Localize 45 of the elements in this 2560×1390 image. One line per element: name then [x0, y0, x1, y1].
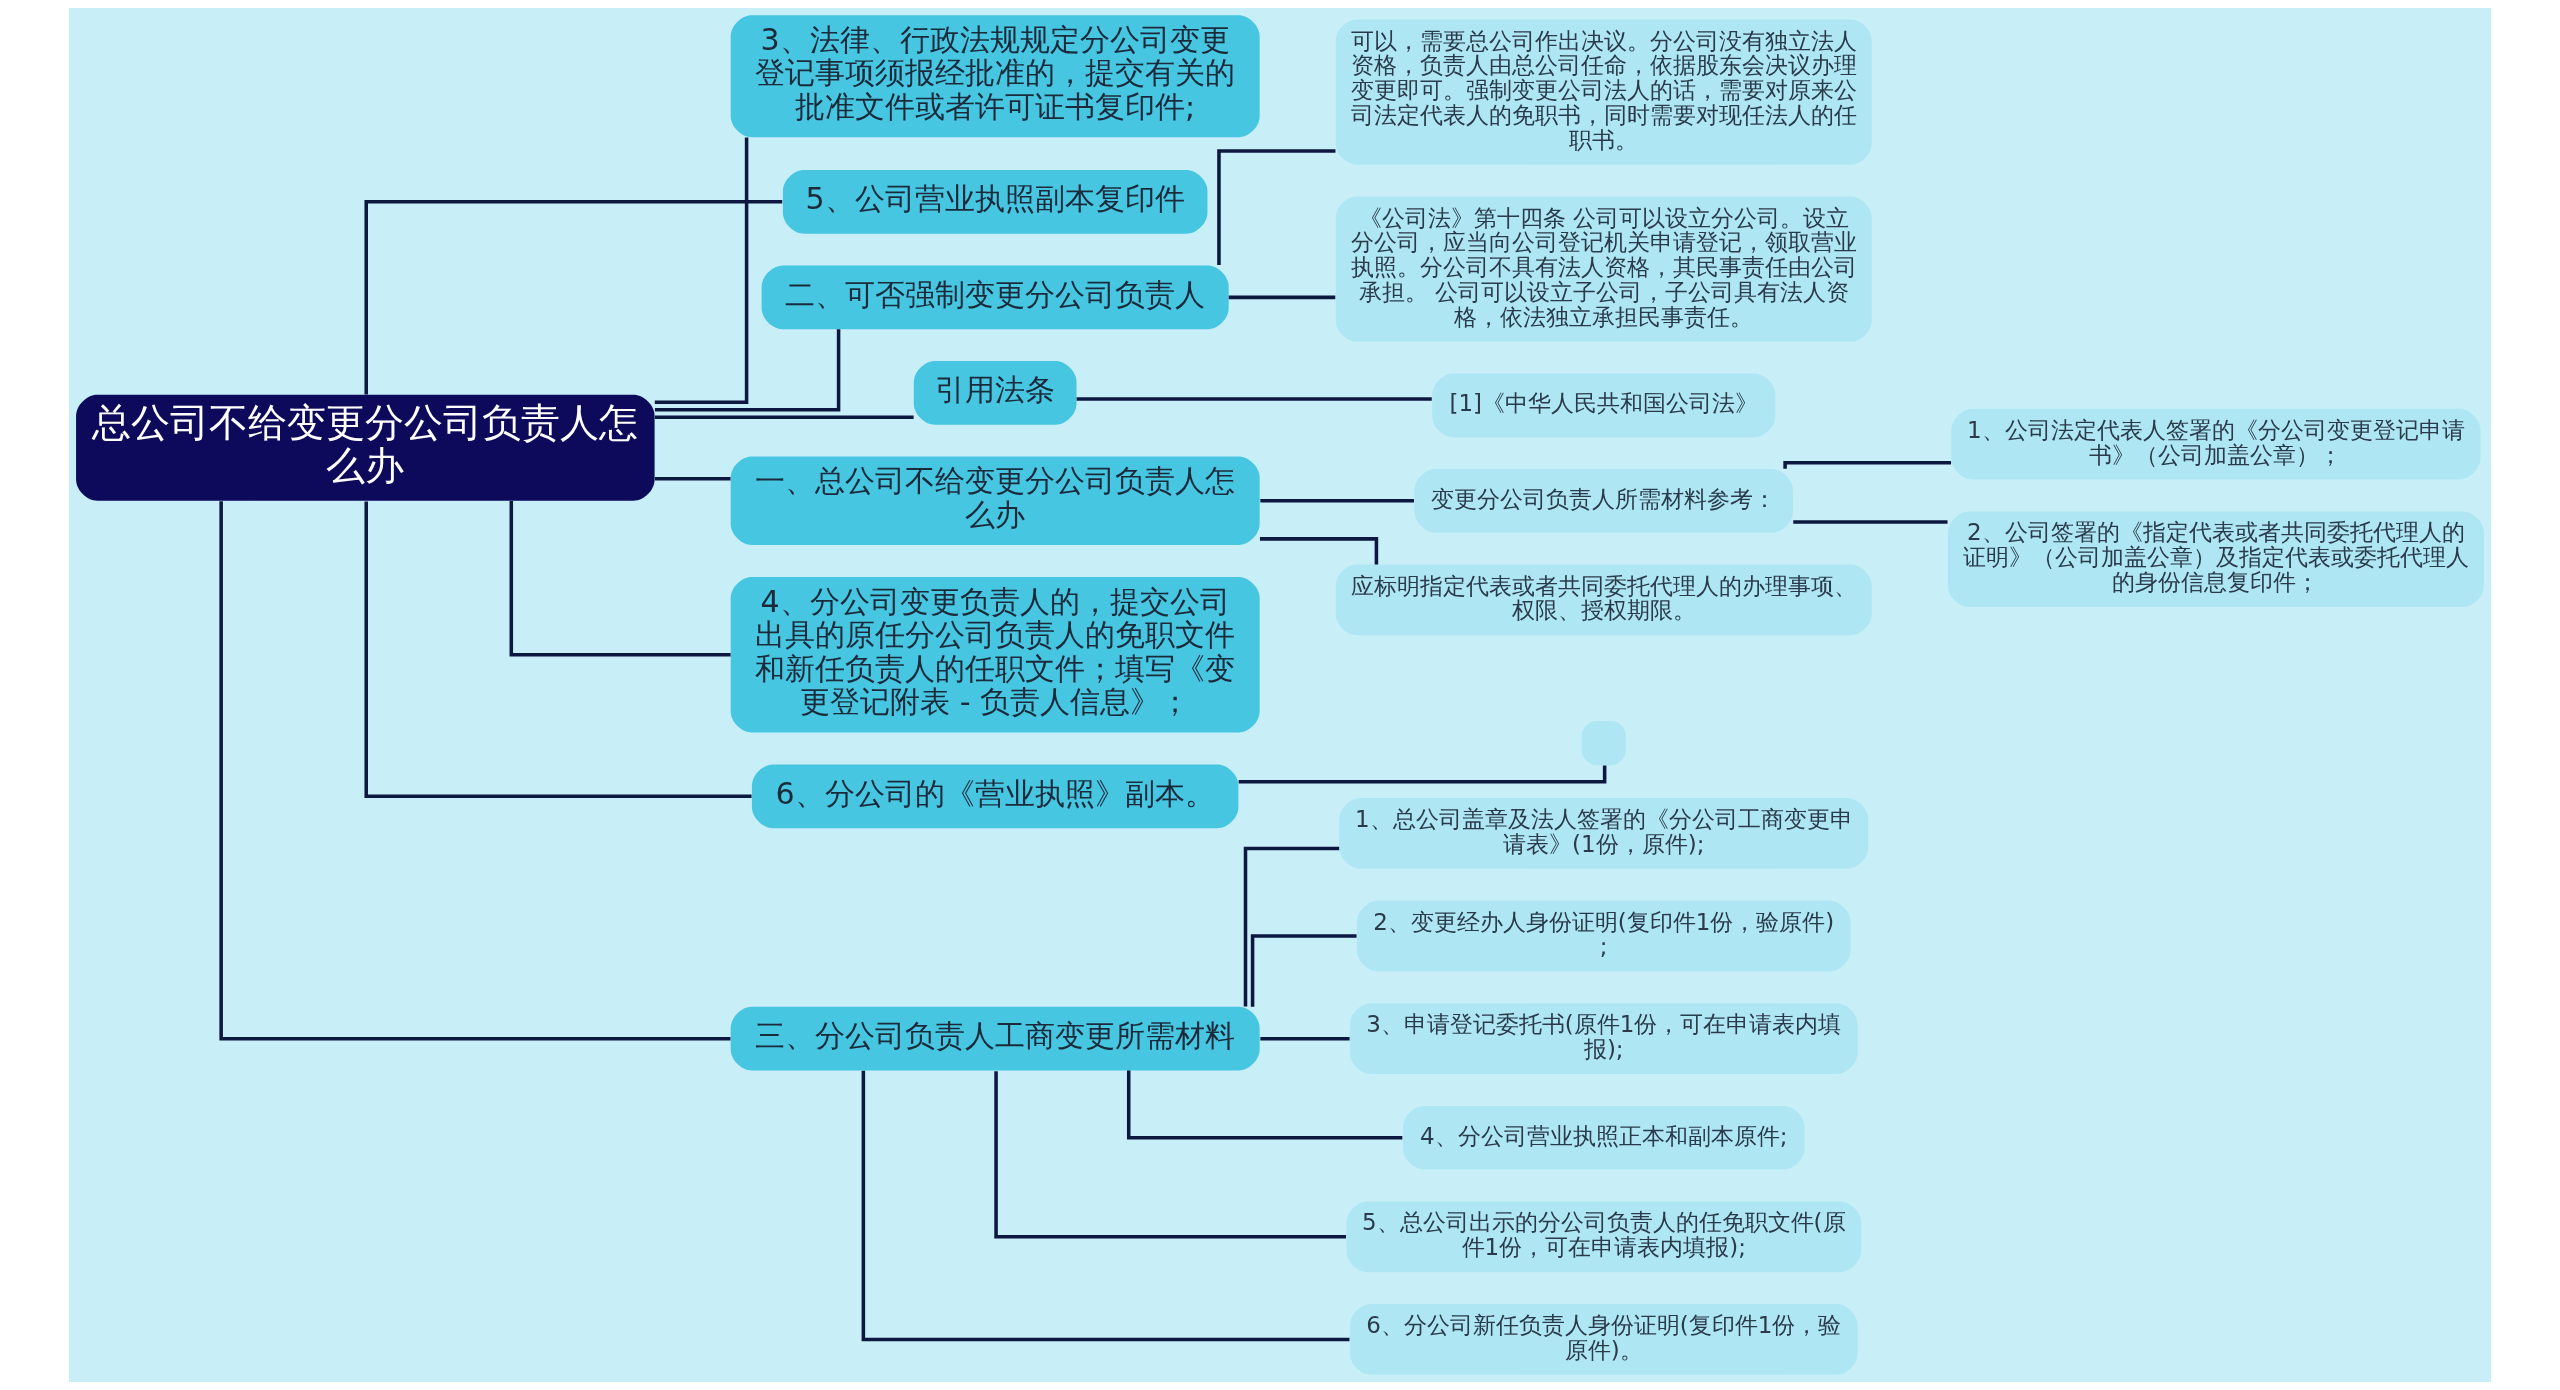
node-box: 1、公司法定代表人签署的《分公司变更登记申请书》（公司加盖公章）；: [1951, 408, 2481, 480]
connector: [364, 501, 752, 799]
node-box: 3、申请登记委托书(原件1份，可在申请表内填报);: [1349, 1003, 1858, 1075]
node-box: 6、分公司新任负责人身份证明(复印件1份，验原件)。: [1349, 1304, 1858, 1375]
connector: [994, 1071, 1347, 1239]
connector: [1260, 499, 1414, 503]
connector: [861, 1070, 1350, 1342]
node-box: 4、分公司变更负责人的，提交公司出具的原任分公司负责人的免职文件和新任负责人的任职文件；填写《变更登记附表 - 负责人信息》；: [730, 576, 1260, 733]
node-box: 6、分公司的《营业执照》副本。: [751, 764, 1239, 829]
node-box: 应标明指定代表或者共同委托代理人的办理事项、权限、授权期限。: [1335, 564, 1872, 636]
connector: [1228, 295, 1336, 300]
connector: [1259, 537, 1379, 565]
connector: [219, 501, 731, 1041]
connector: [509, 501, 731, 657]
connector: [1793, 520, 1948, 524]
node-box: 5、总公司出示的分公司负责人的任免职文件(原件1份，可在申请表内填报);: [1346, 1201, 1862, 1273]
connector: [1238, 765, 1607, 784]
node-box: 总公司不给变更分公司负责人怎么办: [76, 394, 655, 501]
connector: [1243, 846, 1340, 1007]
node-box: 二、可否强制变更分公司负责人: [761, 265, 1229, 330]
node-box: 2、公司签署的《指定代表或者共同委托代理人的证明》（公司加盖公章）及指定代表或委托代理人的身份信息复印件；: [1947, 511, 2484, 607]
connector: [654, 476, 731, 481]
connector: [1260, 1036, 1350, 1041]
connector: [654, 137, 749, 404]
connector: [1250, 934, 1357, 1007]
node-box: 5、公司营业执照副本复印件: [782, 170, 1208, 234]
node-box: 3、法律、行政法规规定分公司变更登记事项须报经批准的，提交有关的批准文件或者许可证书复印件;: [730, 15, 1260, 138]
node-box: 可以，需要总公司作出决议。分公司没有独立法人资格，负责人由总公司任命，依据股东会决议办理变更即可。强制变更公司法人的话，需要对原来公司法定代表人的免职书，同时需要对现任法人的任职书。: [1335, 19, 1872, 165]
node-box: 4、分公司营业执照正本和副本原件;: [1402, 1105, 1805, 1170]
node-box: 引用法条: [913, 361, 1077, 425]
node-box: 三、分公司负责人工商变更所需材料: [730, 1006, 1260, 1071]
connector: [654, 415, 914, 419]
node-box: [1581, 721, 1626, 766]
connector: [1783, 461, 1952, 469]
node-box: 2、变更经办人身份证明(复印件1份，验原件);: [1356, 900, 1851, 972]
connector: [364, 200, 783, 395]
node-box: 一、总公司不给变更分公司负责人怎么办: [730, 456, 1260, 546]
node-box: 1、总公司盖章及法人签署的《分公司工商变更申请表》(1份，原件);: [1339, 798, 1869, 869]
connector: [1126, 1070, 1403, 1140]
connector: [1076, 397, 1432, 401]
node-box: 变更分公司负责人所需材料参考：: [1414, 469, 1794, 533]
connector: [1217, 149, 1336, 265]
node-box: [1]《中华人民共和国公司法》: [1432, 373, 1776, 438]
node-box: 《公司法》第十四条 公司可以设立分公司。设立分公司，应当向公司登记机关申请登记，领取营业执照。分公司不具有法人资格，其民事责任由公司承担。 公司可以设立子公司，子公司具有法人资格，依法独立承担民事责任。: [1335, 196, 1872, 342]
connector: [654, 329, 841, 412]
